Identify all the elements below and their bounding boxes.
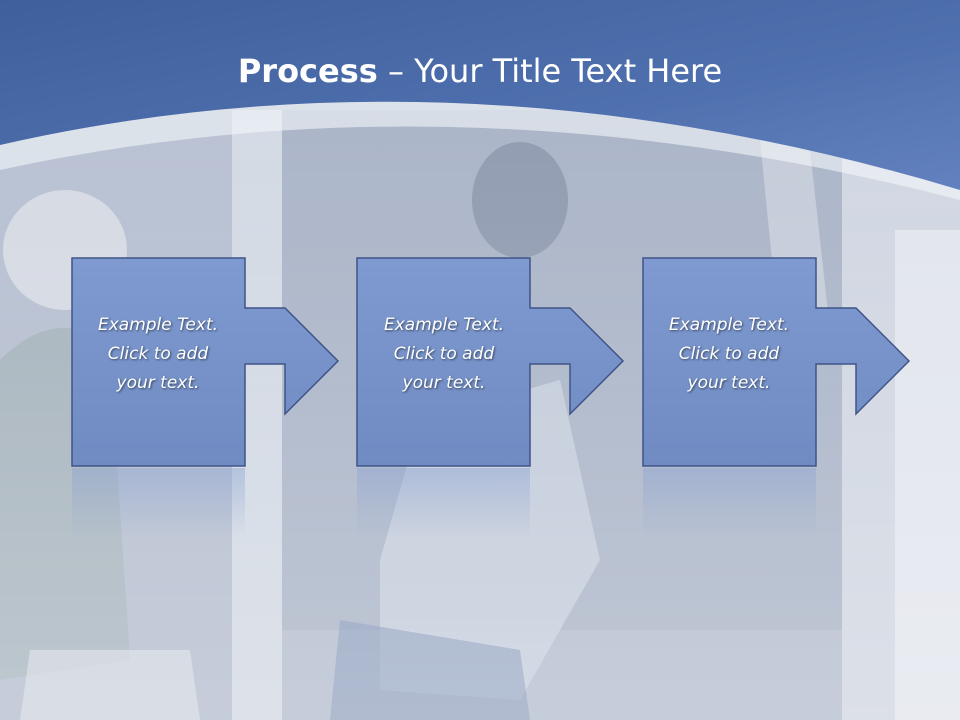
step-3-shape[interactable] <box>642 257 911 538</box>
step-line: Example Text. <box>668 315 790 335</box>
slide-title[interactable]: Process – Your Title Text Here <box>0 52 960 90</box>
step-line: your text. <box>402 373 486 393</box>
step-line: Example Text. <box>97 315 219 335</box>
title-bold: Process <box>237 52 378 90</box>
step-line: your text. <box>116 373 200 393</box>
step-3-text[interactable]: Example Text. Click to add your text. <box>643 311 815 398</box>
step-line: Example Text. <box>383 315 505 335</box>
step-line: Click to add <box>393 344 495 364</box>
step-1-text[interactable]: Example Text. Click to add your text. <box>72 311 244 398</box>
step-1-shape[interactable] <box>71 257 340 538</box>
step-line: Click to add <box>678 344 780 364</box>
step-line: Click to add <box>107 344 209 364</box>
step-line: your text. <box>687 373 771 393</box>
title-rest: – Your Title Text Here <box>377 52 723 90</box>
step-2-text[interactable]: Example Text. Click to add your text. <box>358 311 530 398</box>
step-2-shape[interactable] <box>356 257 625 538</box>
